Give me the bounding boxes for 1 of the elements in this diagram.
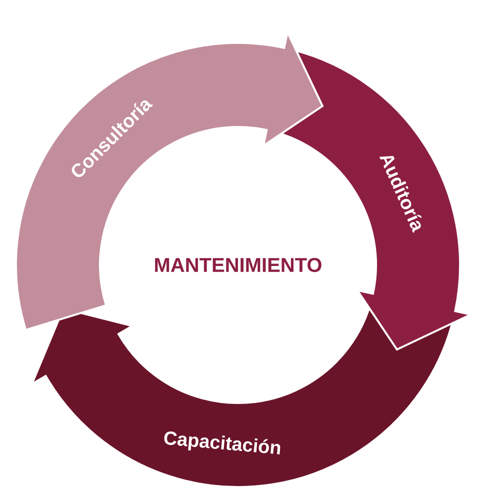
- arrow-segment: Capacitación: [30, 297, 454, 488]
